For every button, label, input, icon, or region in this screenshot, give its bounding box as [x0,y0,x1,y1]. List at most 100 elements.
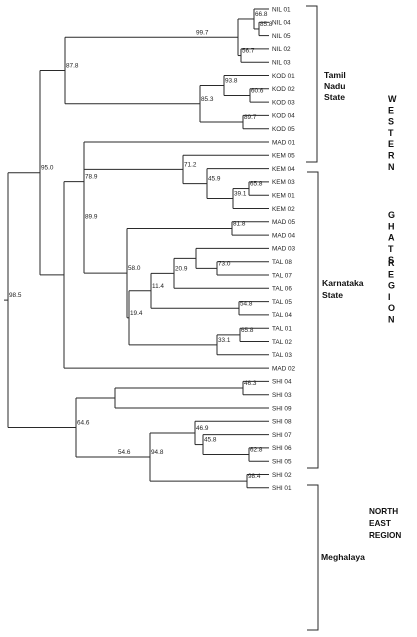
leaf-label: SHI 01 [272,485,292,492]
bootstrap-value: 56.7 [242,48,255,55]
group-label-karnataka-line2: State [322,290,343,300]
leaf-label: TAL 02 [272,339,292,346]
bootstrap-value: 39.1 [234,191,247,198]
bootstrap-value: 54.6 [118,449,131,456]
bootstrap-value: 11.4 [152,283,164,290]
bootstrap-value: 60.6 [251,87,264,94]
region-letter: S [388,255,394,265]
leaf-label: KOD 01 [272,73,295,80]
leaf-label: TAL 03 [272,352,292,359]
region-letter: E [388,139,394,149]
leaf-label: SHI 03 [272,392,292,399]
leaf-label: KEM 03 [272,179,295,186]
leaf-label: MAD 02 [272,365,296,372]
bracket-karnataka [307,171,319,469]
leaf-label: MAD 04 [272,232,296,239]
bootstrap-value: 93.8 [225,77,238,84]
group-label-tamil-line2: Nadu [324,81,345,91]
bootstrap-value: 64.6 [77,420,90,427]
bootstrap-value: 58.0 [128,265,141,272]
group-label-tamil-line3: State [324,92,345,102]
region-letter: A [388,233,395,243]
region-letter: O [388,303,395,313]
region-letter: T [388,244,394,254]
bootstrap-value: 71.2 [184,161,197,168]
leaf-label: SHI 02 [272,472,292,479]
bootstrap-value: 66.8 [255,11,268,18]
leaf-label: TAL 07 [272,272,292,279]
leaf-label: TAL 01 [272,326,292,333]
leaf-label: MAD 03 [272,246,296,253]
bracket-tamil-nadu [306,5,318,163]
region-label-region: REGION [369,531,401,540]
region-label-east: EAST [369,519,391,528]
region-letter: N [388,315,395,325]
bootstrap-value: 45.8 [204,437,217,444]
bootstrap-value: 94.8 [151,449,164,456]
leaf-label: NIL 02 [272,46,291,53]
bootstrap-value: 73.0 [218,260,231,267]
group-label-tamil-line1: Tamil [324,70,346,80]
bootstrap-value: 98.4 [248,473,261,480]
leaf-label: NIL 05 [272,33,291,40]
bootstrap-value: 33.1 [218,337,231,344]
leaf-label: NIL 04 [272,20,291,27]
leaf-label: KOD 04 [272,113,295,120]
bootstrap-value: 46.3 [244,380,257,387]
group-brackets [306,5,319,631]
region-letter: H [388,221,395,231]
bootstrap-value: 20.9 [175,265,188,272]
region-letter: R [388,151,395,161]
leaf-label: KEM 05 [272,153,295,160]
bootstrap-value: 62.8 [250,447,263,454]
bootstrap-value: 81.8 [233,220,246,227]
leaf-label: SHI 09 [272,405,292,412]
leaf-label: SHI 07 [272,432,292,439]
dendrogram-branches [4,8,269,489]
region-letter: E [388,269,394,279]
bootstrap-value: 98.5 [9,292,22,299]
leaf-label: KEM 01 [272,193,295,200]
leaf-label: SHI 04 [272,379,292,386]
bootstrap-value: 99.7 [196,29,209,36]
leaf-label: TAL 05 [272,299,292,306]
region-letter: E [388,105,394,115]
bootstrap-value: 78.9 [85,174,98,181]
bootstrap-value: 19.4 [130,310,143,317]
bootstrap-value: 54.8 [240,300,253,307]
bootstrap-value: 46.9 [196,425,209,432]
region-letter: T [388,128,394,138]
bootstrap-value: 89.9 [85,213,98,220]
leaf-labels: NIL 01 NIL 04 NIL 05 NIL 02 NIL 03 KOD 01 KOD … [272,6,296,492]
region-letter: I [388,292,391,302]
leaf-label: NIL 01 [272,6,291,13]
group-label-meghalaya: Meghalaya [321,552,365,562]
bootstrap-value: 65.8 [250,181,263,188]
bootstrap-value: 85.8 [260,21,273,28]
group-label-karnataka-line1: Karnataka [322,278,364,288]
bootstrap-labels: 85.866.856.799.760.693.889.785.387.865.8… [9,11,273,480]
leaf-label: SHI 08 [272,419,292,426]
bootstrap-value: 85.3 [201,96,214,103]
region-letter: N [388,162,395,172]
bootstrap-value: 89.7 [244,114,257,121]
leaf-label: KEM 02 [272,206,295,213]
region-letter: W [388,94,397,104]
bootstrap-value: 45.9 [208,176,221,183]
region-label-north: NORTH [369,507,398,516]
leaf-label: TAL 08 [272,259,292,266]
leaf-label: TAL 04 [272,312,292,319]
region-letter: R [388,258,395,268]
bracket-meghalaya [307,484,319,631]
region-letter: S [388,117,394,127]
bootstrap-value: 95.0 [41,165,54,172]
leaf-label: KEM 04 [272,166,295,173]
leaf-label: NIL 03 [272,60,291,67]
leaf-label: MAD 01 [272,139,296,146]
leaf-label: SHI 06 [272,445,292,452]
leaf-label: KOD 02 [272,86,295,93]
leaf-label: KOD 05 [272,126,295,133]
leaf-label: TAL 06 [272,286,292,293]
